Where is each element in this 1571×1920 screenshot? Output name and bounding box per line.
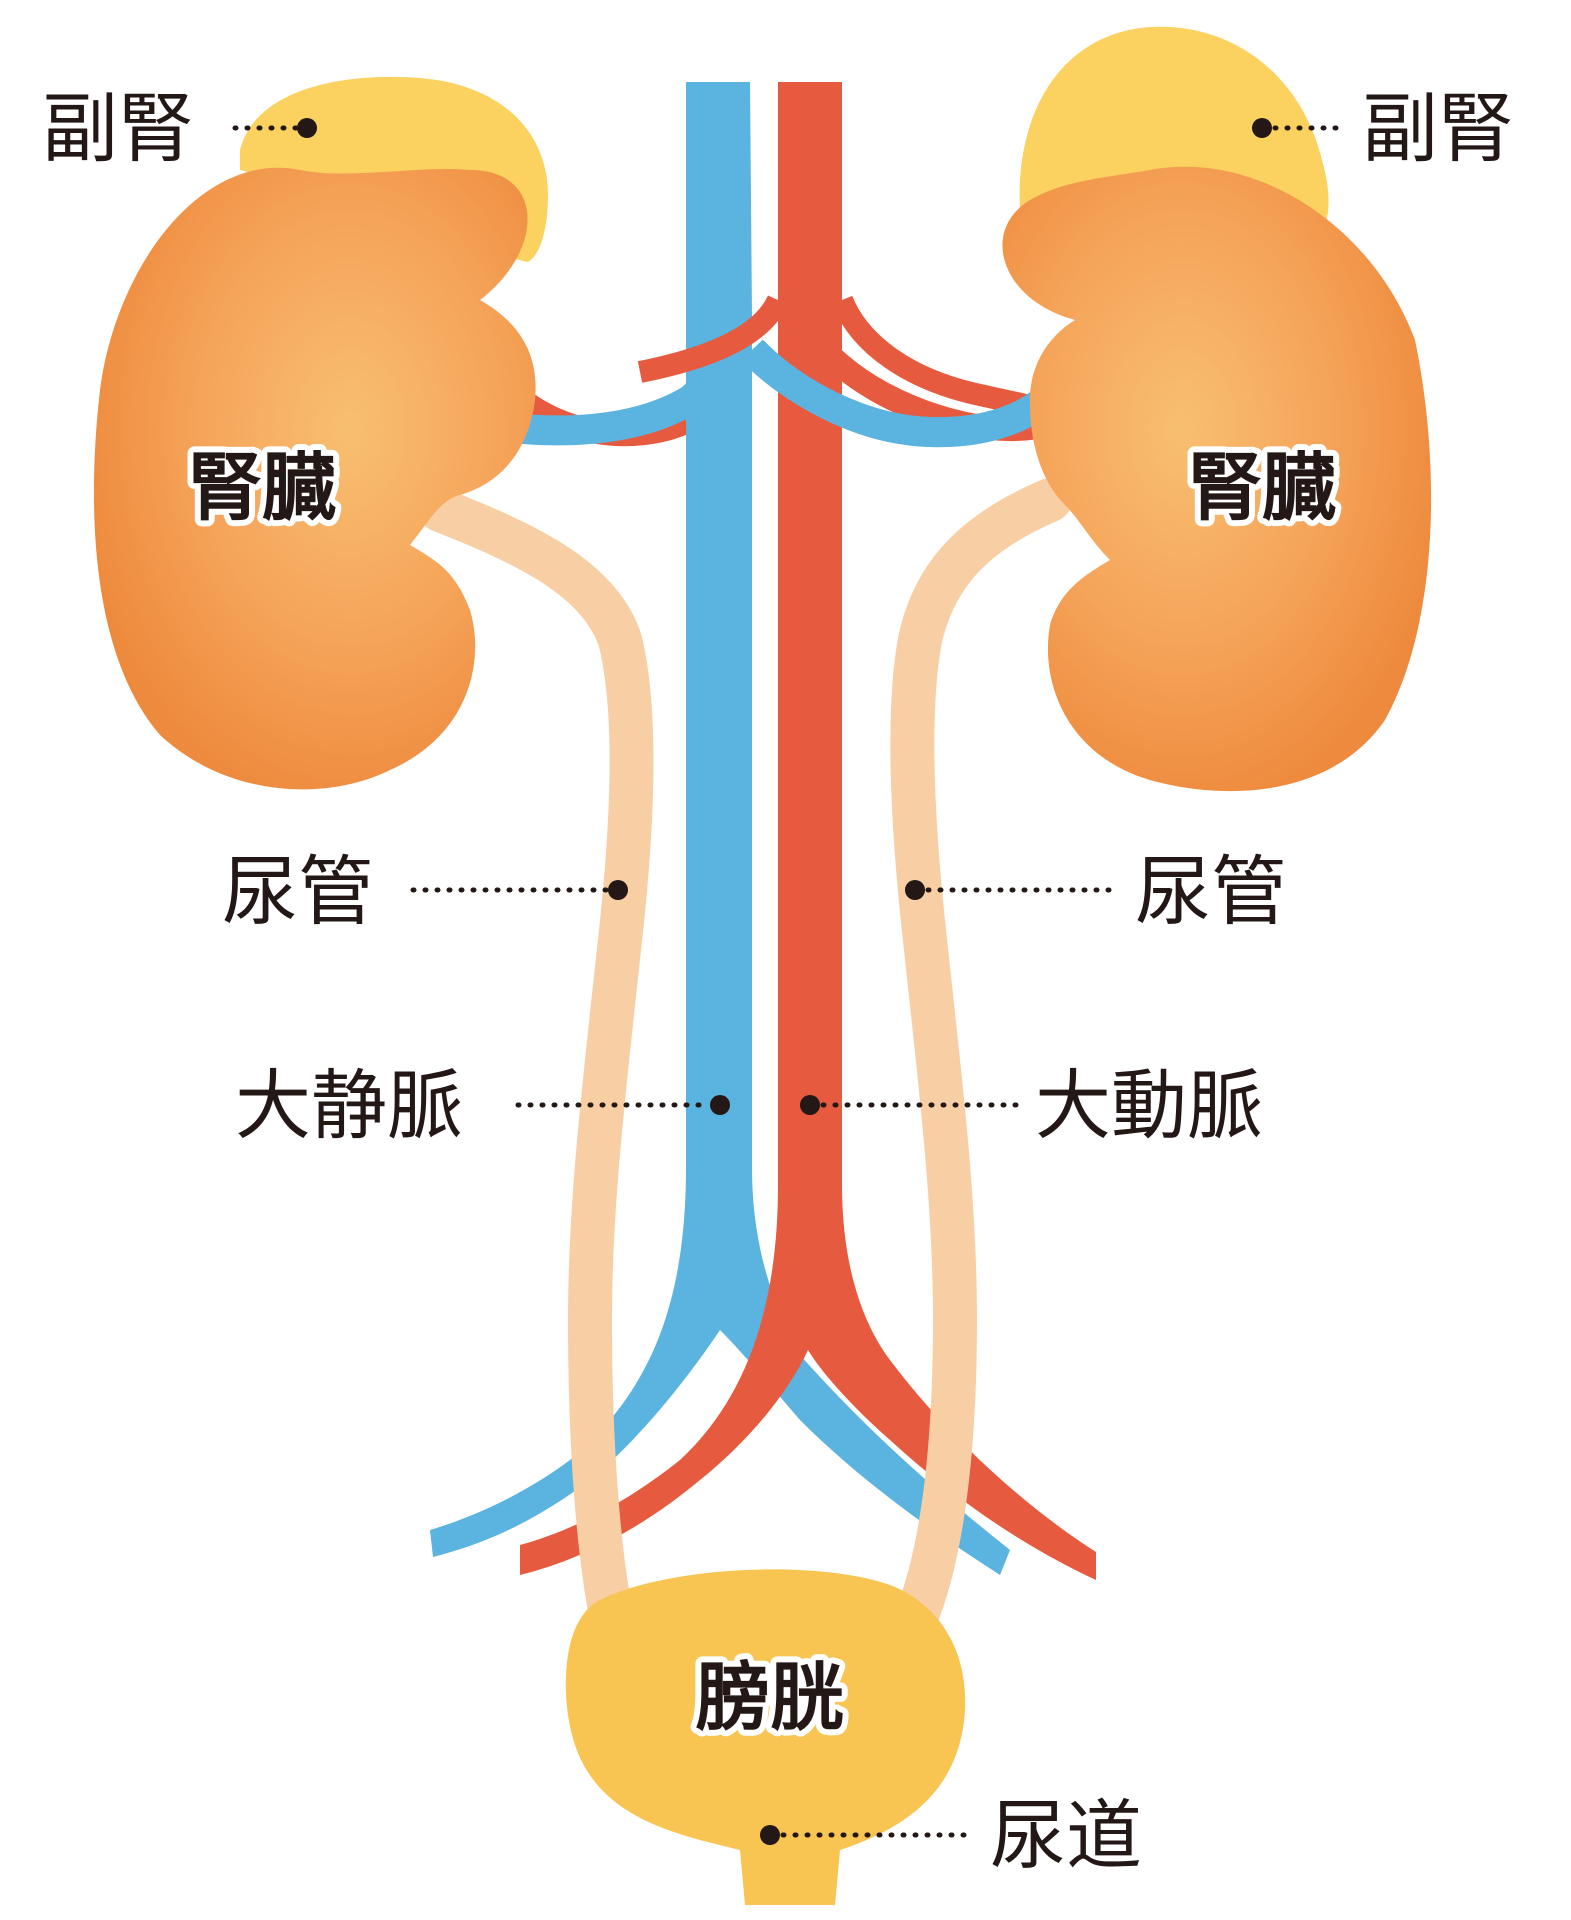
kidney-left <box>93 167 536 790</box>
aorta-dot <box>800 1095 820 1115</box>
ureter-right <box>890 478 1072 1642</box>
bladder-label: 膀胱 <box>696 1655 844 1741</box>
ureter-left <box>418 488 654 1642</box>
renal-vein-right-front <box>741 339 1061 448</box>
bladder <box>565 1569 966 1905</box>
aorta-branch-left <box>637 294 789 383</box>
kidney-left-label: 腎臓 <box>188 445 336 531</box>
aorta-label: 大動脈 <box>1035 1061 1263 1150</box>
adrenal-left-label: 副腎 <box>42 84 194 173</box>
adrenal-left-dot <box>297 118 317 138</box>
kidney-right <box>1002 166 1432 792</box>
vena-cava-label: 大静脈 <box>235 1061 463 1150</box>
vena-cava-dot <box>710 1095 730 1115</box>
vena-cava <box>430 82 1010 1575</box>
adrenal-right-dot <box>1252 118 1272 138</box>
ureter-left-dot <box>608 880 628 900</box>
ureter-right-dot <box>905 880 925 900</box>
ureter-right-label: 尿管 <box>1135 847 1287 936</box>
urethra-label: 尿道 <box>990 1791 1142 1880</box>
ureter-left-label: 尿管 <box>222 847 374 936</box>
aorta <box>520 82 1096 1580</box>
kidney-right-label: 腎臓 <box>1188 445 1336 531</box>
urethra-dot <box>760 1825 780 1845</box>
adrenal-right-label: 副腎 <box>1362 84 1514 173</box>
